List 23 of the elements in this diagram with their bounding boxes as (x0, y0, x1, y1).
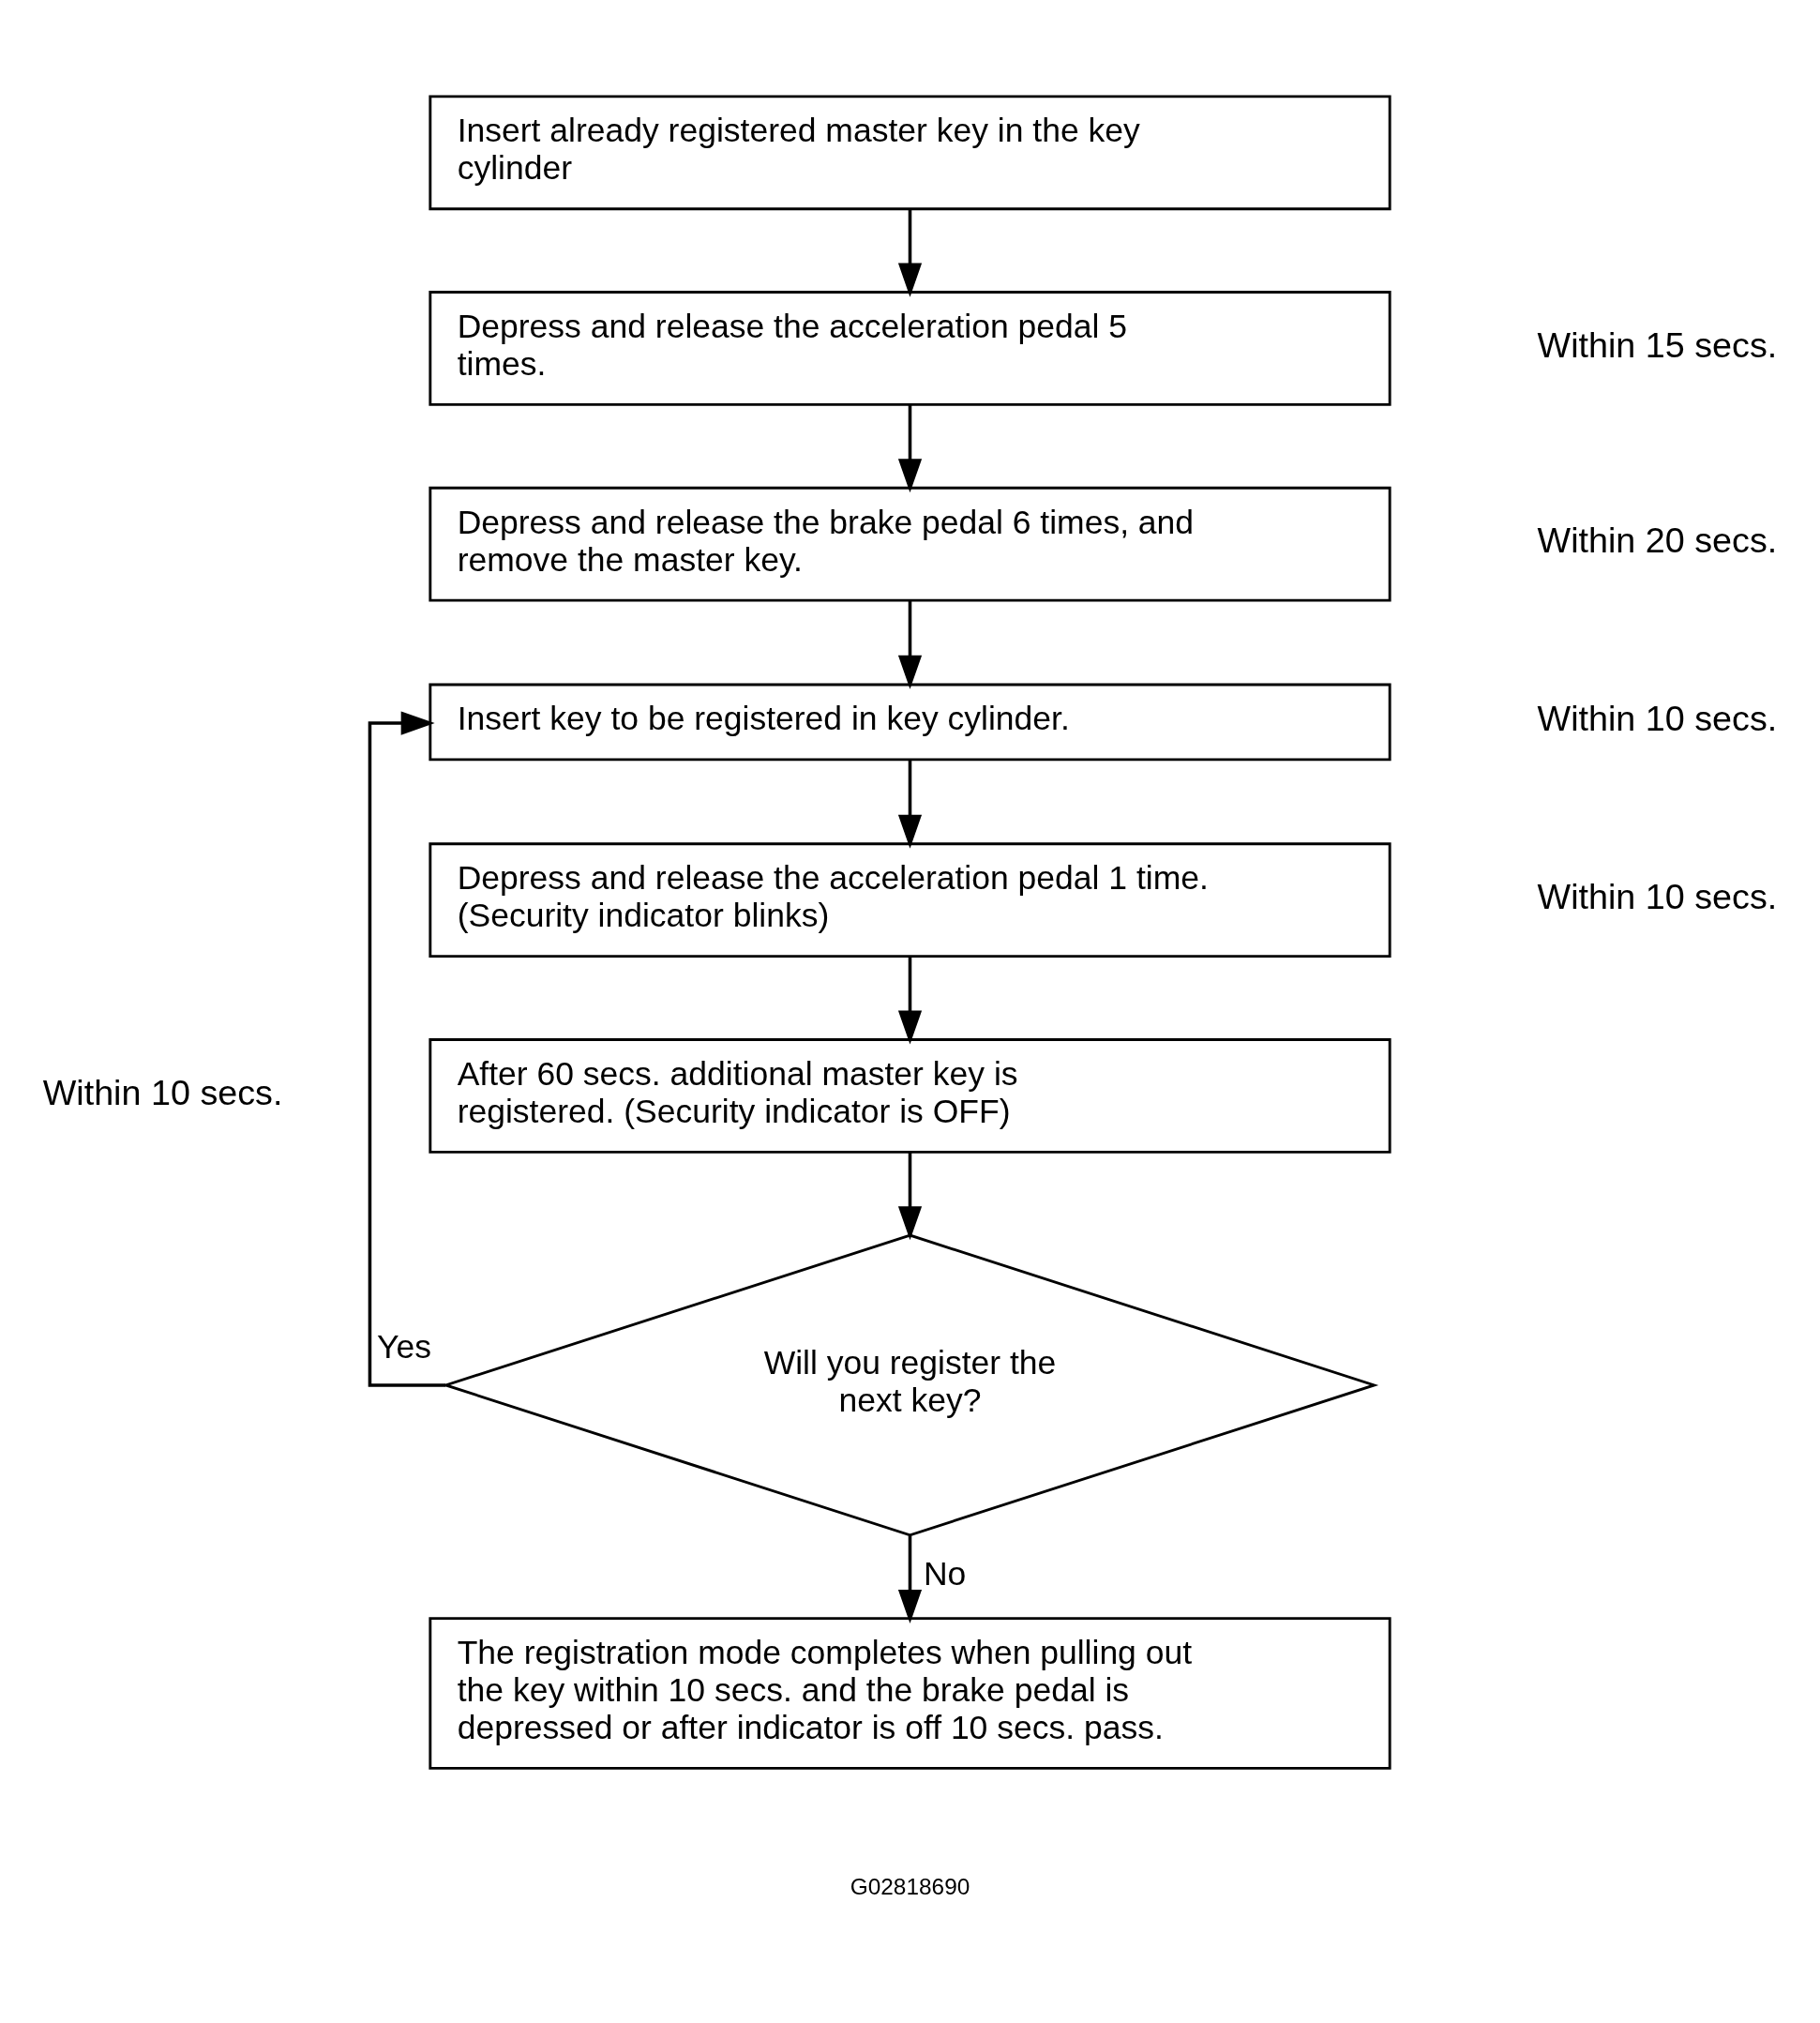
node-box: The registration mode completes when pulling out the key within 10 secs. and the brake pedal is depressed or after indicator is off 10 secs. pass. (429, 1617, 1391, 1770)
label: Within 10 secs. (1537, 876, 1778, 916)
arrow (897, 209, 923, 297)
label: G02818690 (850, 1874, 970, 1900)
arrow (897, 600, 923, 689)
label: Within 20 secs. (1537, 521, 1778, 561)
arrow (368, 711, 446, 1387)
node-box: Insert already registered master key in the key cylinder (429, 95, 1391, 211)
arrow (897, 760, 923, 849)
arrow (897, 404, 923, 493)
node-box: Depress and release the brake pedal 6 times, and remove the master key. (429, 486, 1391, 602)
node-box: After 60 secs. additional master key is registered. (Security indicator is OFF) (429, 1038, 1391, 1154)
label: Within 10 secs. (42, 1072, 283, 1112)
node-box: Insert key to be registered in key cylinder. (429, 683, 1391, 762)
node-box: Depress and release the acceleration pedal 1 time. (Security indicator blinks) (429, 842, 1391, 959)
edge-label: Yes (376, 1328, 431, 1366)
label: Within 15 secs. (1537, 325, 1778, 365)
edge-label: No (923, 1555, 967, 1593)
node-box: Depress and release the acceleration pedal 5 times. (429, 291, 1391, 406)
arrow (897, 957, 923, 1045)
label: Within 10 secs. (1537, 699, 1778, 739)
arrow (897, 1152, 923, 1241)
arrow (897, 1535, 923, 1623)
